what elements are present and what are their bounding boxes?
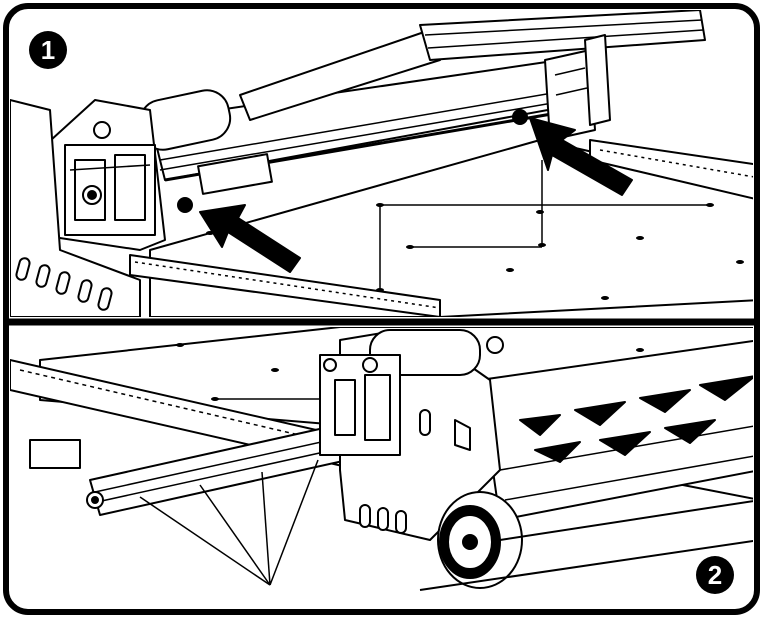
step-2-number: 2 [708,560,722,590]
right-end-plate [544,34,611,141]
carriage-block [197,153,273,195]
left-side-plate [10,99,141,317]
screw-left [177,197,193,213]
outer-frame [3,3,760,615]
arrow-icon-left [199,204,301,273]
step-1-number: 1 [41,35,55,65]
step-1-badge: 1 [29,31,67,69]
step-2-badge: 2 [696,556,734,594]
screw-right [512,109,528,125]
carriage-block [319,354,401,456]
panel-step-1 [10,10,753,317]
leader-lines [139,459,319,586]
right-side-rail [589,139,753,200]
panel-step-2 [10,327,753,591]
front-rail [129,254,441,317]
leader-lines [379,160,710,290]
arrow-icon-right [529,117,633,196]
foot-block [29,439,81,469]
wheel [437,491,523,589]
left-end-plate [39,99,166,251]
